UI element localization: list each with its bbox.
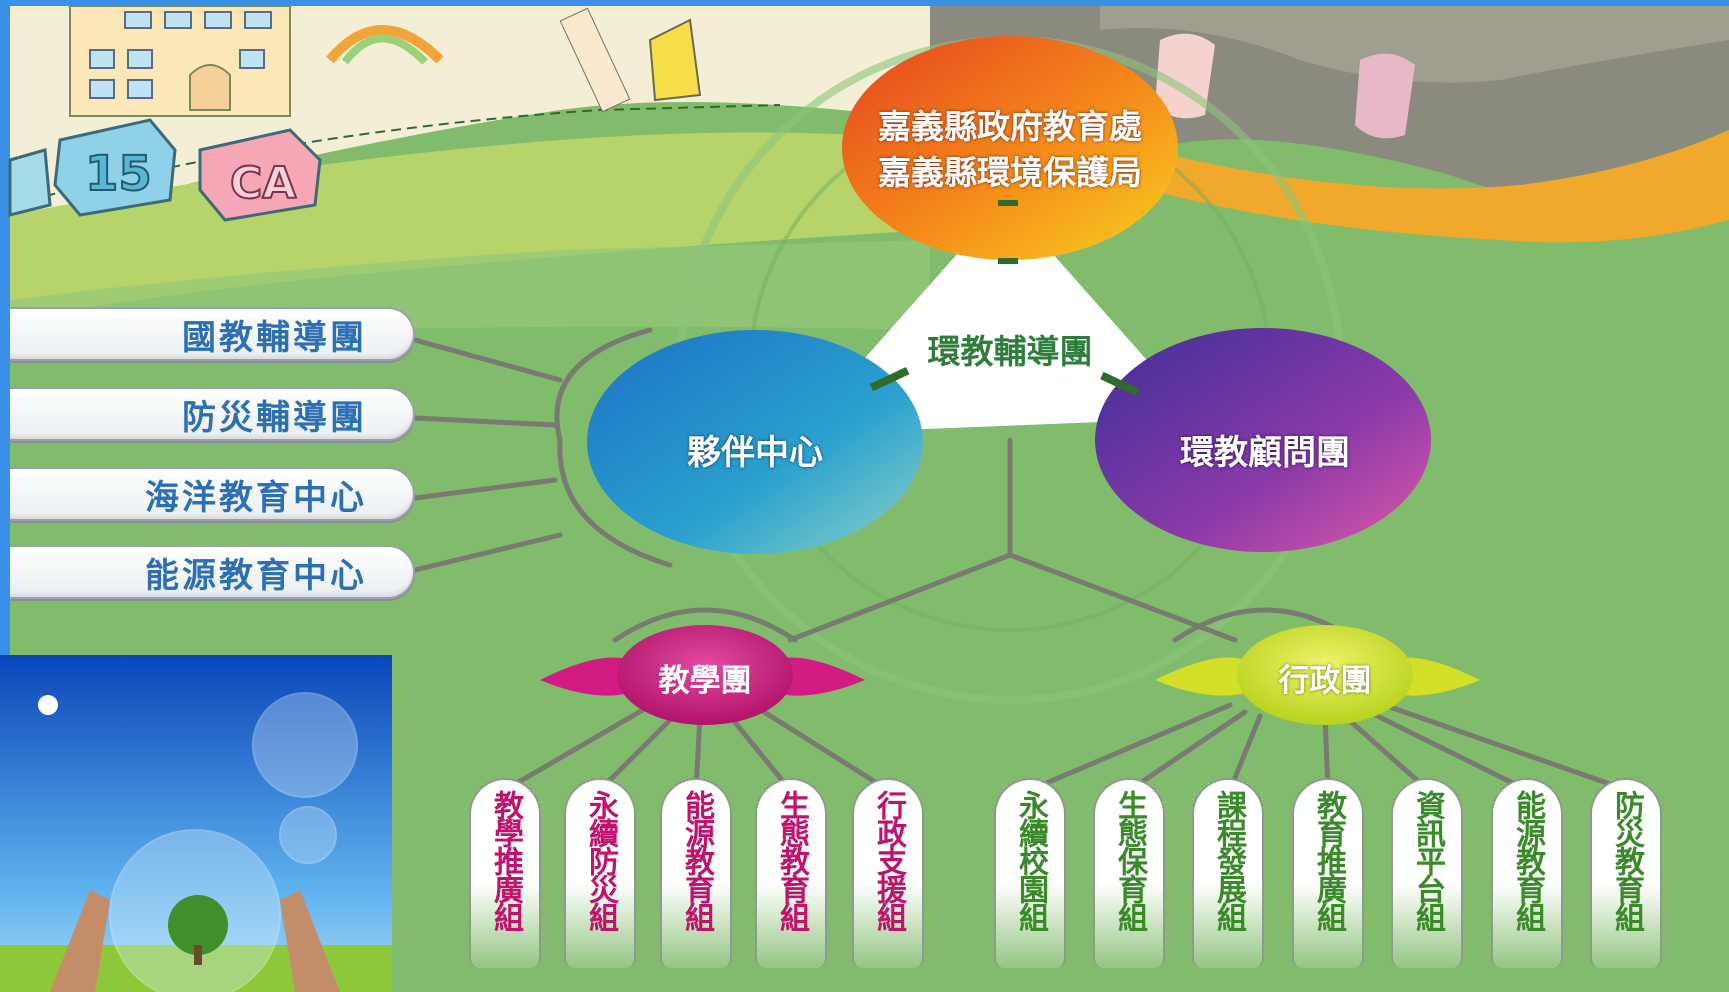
admin-group-label: 生態保育組 — [1112, 790, 1147, 930]
admin-group-card: 防災教育組 — [1590, 778, 1662, 968]
teaching-group-label: 行政支援組 — [871, 790, 906, 930]
admin-group-card: 永續校園組 — [994, 778, 1066, 968]
svg-text:CA: CA — [230, 158, 296, 209]
admin-group-label: 教育推廣組 — [1311, 790, 1346, 930]
triangle-label: 環教輔導團 — [927, 332, 1093, 371]
left-item-ocean-center: 海洋教育中心 — [10, 467, 415, 521]
admin-group-label: 防災教育組 — [1609, 790, 1644, 930]
left-item-guidance-team: 國教輔導團 — [10, 307, 415, 361]
bubble-tree-photo — [0, 655, 392, 992]
admin-team-label: 行政團 — [1278, 663, 1372, 699]
teaching-group-card: 生態教育組 — [755, 778, 827, 968]
admin-group-label: 能源教育組 — [1510, 790, 1545, 930]
education-department: 嘉義縣政府教育處 — [878, 107, 1142, 146]
teaching-team-label: 教學團 — [658, 663, 752, 699]
admin-group-card: 資訊平台組 — [1391, 778, 1463, 968]
admin-group-label: 永續校園組 — [1013, 790, 1048, 930]
environmental-bureau: 嘉義縣環境保護局 — [878, 153, 1142, 192]
top-organization-label: 嘉義縣政府教育處 嘉義縣環境保護局 — [850, 104, 1170, 196]
teaching-group-card: 教學推廣組 — [469, 778, 541, 968]
partner-center-label: 夥伴中心 — [687, 433, 823, 473]
left-item-energy-center: 能源教育中心 — [10, 545, 415, 599]
svg-text:15: 15 — [85, 146, 152, 202]
teaching-group-card: 永續防災組 — [564, 778, 636, 968]
advisory-group-label: 環教顧問團 — [1180, 433, 1350, 473]
left-item-disaster-team: 防災輔導團 — [10, 387, 415, 441]
admin-group-card: 課程發展組 — [1192, 778, 1264, 968]
admin-group-label: 資訊平台組 — [1410, 790, 1445, 930]
teaching-group-label: 教學推廣組 — [488, 790, 523, 930]
teaching-group-card: 行政支援組 — [852, 778, 924, 968]
admin-group-card: 教育推廣組 — [1292, 778, 1364, 968]
teaching-group-label: 生態教育組 — [774, 790, 809, 930]
teaching-group-card: 能源教育組 — [660, 778, 732, 968]
admin-group-label: 課程發展組 — [1211, 790, 1246, 930]
admin-group-card: 生態保育組 — [1093, 778, 1165, 968]
admin-group-card: 能源教育組 — [1491, 778, 1563, 968]
teaching-group-label: 能源教育組 — [679, 790, 714, 930]
teaching-group-label: 永續防災組 — [583, 790, 618, 930]
